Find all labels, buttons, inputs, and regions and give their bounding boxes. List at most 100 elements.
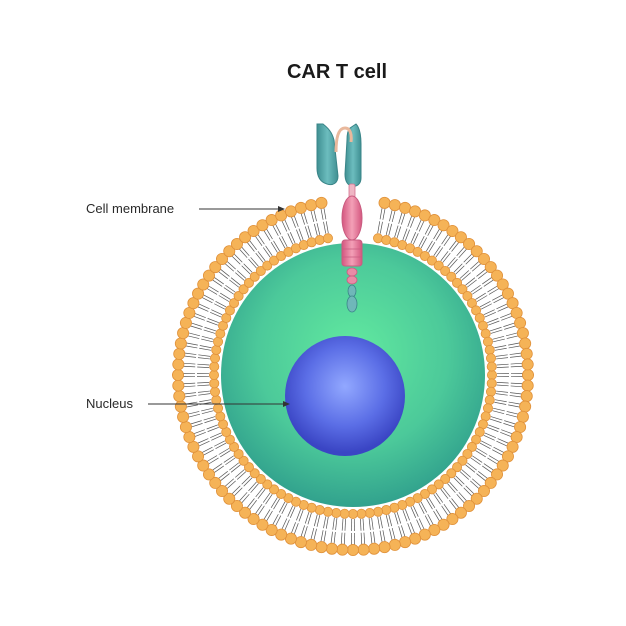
lipid-tail (433, 494, 441, 505)
phospholipid-head (210, 386, 221, 397)
lipid-tail (197, 366, 210, 368)
lipid-tail (214, 440, 226, 447)
lipid-tail (492, 335, 505, 340)
lipid-tail (478, 471, 488, 479)
lipid-tail (226, 260, 236, 270)
lipid-tail (198, 303, 210, 310)
lipid-tail (281, 518, 288, 530)
phospholipid-head (229, 298, 240, 309)
lipid-tail (255, 252, 264, 263)
phospholipid-head (213, 403, 224, 414)
signaling-bead (346, 275, 358, 285)
phospholipid-head (418, 209, 431, 222)
lipid-tail (420, 237, 428, 249)
phospholipid-head (284, 205, 297, 218)
phospholipid-head (209, 261, 222, 274)
lipid-tail (238, 492, 248, 502)
lipid-tail (218, 448, 230, 455)
phospholipid-head (256, 518, 269, 531)
lipid-tail (463, 253, 473, 263)
lipid-tail (281, 502, 288, 514)
lipid-tail (410, 216, 416, 228)
lipid-tail (456, 493, 465, 504)
lipid-tail (487, 457, 498, 465)
phospholipid-head (521, 379, 534, 392)
lipid-tail (401, 213, 406, 225)
phospholipid-head (173, 347, 186, 360)
lipid-tail (184, 355, 197, 358)
lipid-tail (266, 510, 273, 522)
lipid-tail (496, 357, 509, 360)
lipid-tail (447, 483, 456, 493)
lipid-tail (482, 465, 493, 474)
lipid-tail (203, 416, 216, 421)
lipid-tail (398, 526, 403, 538)
lipid-tail (198, 393, 211, 396)
phospholipid-head (202, 468, 215, 481)
phospholipid-head (388, 538, 401, 551)
phospholipid-head (446, 271, 457, 282)
phospholipid-head (172, 379, 185, 392)
lipid-tail (363, 532, 366, 545)
lipid-tail (203, 294, 214, 301)
phospholipid-head (171, 368, 184, 381)
lipid-tail (470, 457, 481, 466)
phospholipid-head (433, 260, 444, 271)
lipid-tail (494, 399, 507, 403)
lipid-tail (184, 395, 197, 398)
lipid-tail (484, 311, 496, 318)
phospholipid-head (314, 235, 325, 246)
lipid-tail (296, 229, 302, 241)
lipid-tail (203, 329, 216, 334)
lipid-tail (229, 462, 240, 471)
lipid-tail (443, 504, 452, 515)
phospholipid-head (426, 255, 437, 266)
phospholipid-head (269, 484, 280, 495)
costimulatory-domain (341, 239, 363, 267)
lipid-tail (211, 309, 223, 316)
lipid-tail (241, 265, 251, 275)
phospholipid-head (265, 214, 278, 227)
lipid-tail (396, 511, 402, 524)
lipid-tail (505, 413, 518, 418)
phospholipid-head (322, 233, 333, 244)
lipid-tail (206, 424, 219, 430)
lipid-tail (495, 393, 508, 396)
lipid-tail (482, 276, 493, 285)
lipid-tail (510, 362, 523, 365)
lipid-tail (391, 210, 396, 223)
lipid-tail (307, 225, 312, 238)
lipid-tail (489, 418, 502, 424)
signaling-bead (346, 267, 358, 277)
lipid-tail (379, 221, 383, 234)
phospholipid-head (484, 261, 497, 274)
signaling-domain (346, 295, 358, 313)
lipid-tail (241, 493, 250, 504)
lipid-tail (443, 235, 452, 246)
lipid-tail (184, 352, 197, 355)
lipid-tail (236, 471, 247, 480)
phospholipid-head (331, 507, 342, 518)
lipid-tail (459, 270, 470, 279)
phospholipid-head (491, 468, 504, 481)
lipid-tail (313, 223, 318, 236)
nucleus-label: Nucleus (86, 396, 133, 411)
lipid-tail (465, 277, 476, 286)
lipid-tail (249, 500, 257, 510)
lipid-tail (313, 514, 318, 527)
lipid-tail (290, 522, 296, 534)
phospholipid-head (230, 499, 243, 512)
lipid-tail (388, 223, 393, 236)
phospholipid-head (440, 265, 451, 276)
lipid-tail (190, 325, 202, 330)
phospholipid-head (356, 508, 367, 519)
phospholipid-head (276, 488, 287, 499)
lipid-tail (250, 483, 259, 493)
lipid-tail (449, 481, 458, 492)
lipid-tail (508, 404, 520, 408)
lipid-tail (246, 498, 255, 509)
phospholipid-head (516, 327, 529, 340)
lipid-tail (287, 505, 294, 517)
lipid-tail (204, 326, 217, 332)
lipid-tail (197, 384, 210, 387)
